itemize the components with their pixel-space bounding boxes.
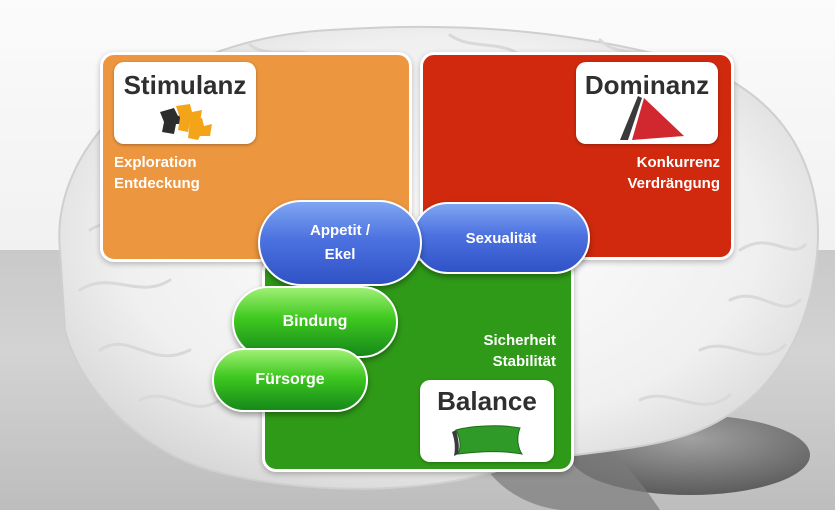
red-triangle-icon: [620, 96, 684, 140]
dominanz-caption: Konkurrenz Verdrängung: [560, 152, 720, 194]
sexualitaet-label: Sexualität: [465, 229, 537, 247]
dominanz-title: Dominanz: [584, 70, 710, 100]
fuersorge-label: Fürsorge: [255, 371, 325, 388]
balance-logo: Balance: [420, 380, 554, 462]
puzzle-pieces-icon: [160, 104, 212, 140]
stimulanz-title: Stimulanz: [123, 70, 247, 100]
balance-caption: Sicherheit Stabilität: [420, 330, 556, 372]
appetit-ekel-pill: Appetit / Ekel: [258, 200, 422, 286]
balance-line-2: Stabilität: [492, 353, 556, 370]
stimulanz-line-2: Entdeckung: [114, 175, 200, 192]
appetit-ekel-label: Appetit / Ekel: [310, 219, 370, 267]
bindung-label: Bindung: [282, 313, 348, 330]
appetit-line-1: Appetit /: [310, 222, 370, 239]
stimulanz-caption: Exploration Entdeckung: [114, 152, 200, 194]
appetit-line-2: Ekel: [324, 246, 356, 263]
balance-title: Balance: [437, 386, 537, 416]
stimulanz-line-1: Exploration: [114, 154, 197, 171]
balance-line-1: Sicherheit: [483, 332, 556, 349]
dominanz-line-2: Verdrängung: [627, 175, 720, 192]
green-pillow-icon: [452, 425, 524, 456]
dominanz-logo: Dominanz: [576, 62, 718, 144]
sexualitaet-pill: Sexualität: [412, 202, 590, 274]
dominanz-line-1: Konkurrenz: [636, 154, 720, 171]
stimulanz-logo: Stimulanz: [114, 62, 256, 144]
fuersorge-pill: Fürsorge: [212, 348, 368, 412]
bindung-pill: Bindung: [232, 286, 398, 358]
